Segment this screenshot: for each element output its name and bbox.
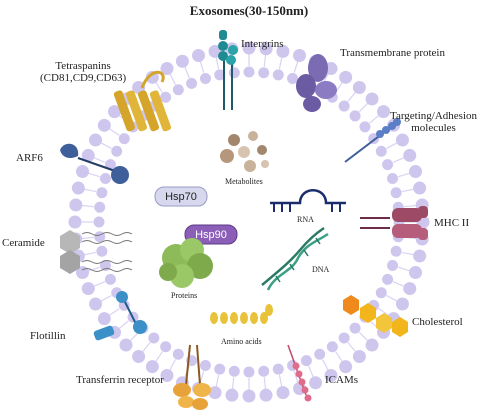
integrin-icon <box>218 30 238 110</box>
arf6-icon <box>60 143 129 184</box>
label-tetraspanins-line2: (CD81,CD9,CD63) <box>40 72 127 84</box>
label-dna: DNA <box>312 265 330 274</box>
transmembrane-protein-icon <box>296 54 337 112</box>
label-metabolites: Metabolites <box>225 177 263 186</box>
label-integrins: Intergrins <box>241 38 284 50</box>
metabolites-icon <box>220 131 269 172</box>
label-transmembrane-protein: Transmembrane protein <box>340 47 445 59</box>
label-targeting-line2: molecules <box>411 122 456 134</box>
label-proteins: Proteins <box>171 291 198 300</box>
rna-icon <box>270 189 346 212</box>
flotillin-icon <box>93 291 147 341</box>
proteins-icon <box>159 238 213 288</box>
label-hsp70: Hsp70 <box>165 190 197 203</box>
transferrin-receptor-icon <box>173 344 211 410</box>
label-cholesterol: Cholesterol <box>412 316 463 328</box>
label-targeting: Targeting/Adhesion molecules <box>390 110 477 134</box>
label-arf6: ARF6 <box>16 152 43 164</box>
label-icams: ICAMs <box>325 374 359 386</box>
label-rna: RNA <box>297 215 314 224</box>
targeting-molecule-icon <box>344 118 401 163</box>
label-amino-acids: Amino acids <box>221 337 262 346</box>
tetraspanin-icon <box>113 70 172 132</box>
mhc-ii-icon <box>360 206 428 240</box>
label-tetraspanins-line1: Tetraspanins <box>55 60 111 72</box>
cholesterol-icon <box>343 295 408 337</box>
diagram-title: Exosomes(30-150nm) <box>189 3 309 18</box>
label-transferrin-receptor: Transferrin receptor <box>76 374 164 386</box>
label-targeting-line1: Targeting/Adhesion <box>390 110 478 122</box>
ceramide-icon <box>60 230 133 274</box>
label-ceramide: Ceramide <box>2 237 45 249</box>
hsp70-shape <box>154 186 208 207</box>
amino-acids-icon <box>210 304 273 324</box>
label-tetraspanins: Tetraspanins (CD81,CD9,CD63) <box>40 60 126 84</box>
label-flotillin: Flotillin <box>30 330 66 342</box>
icam-icon <box>287 344 312 402</box>
dna-icon <box>261 226 329 291</box>
label-hsp90: Hsp90 <box>195 228 227 241</box>
label-mhc-ii: MHC II <box>434 217 470 229</box>
hsp90-shape <box>184 224 238 245</box>
